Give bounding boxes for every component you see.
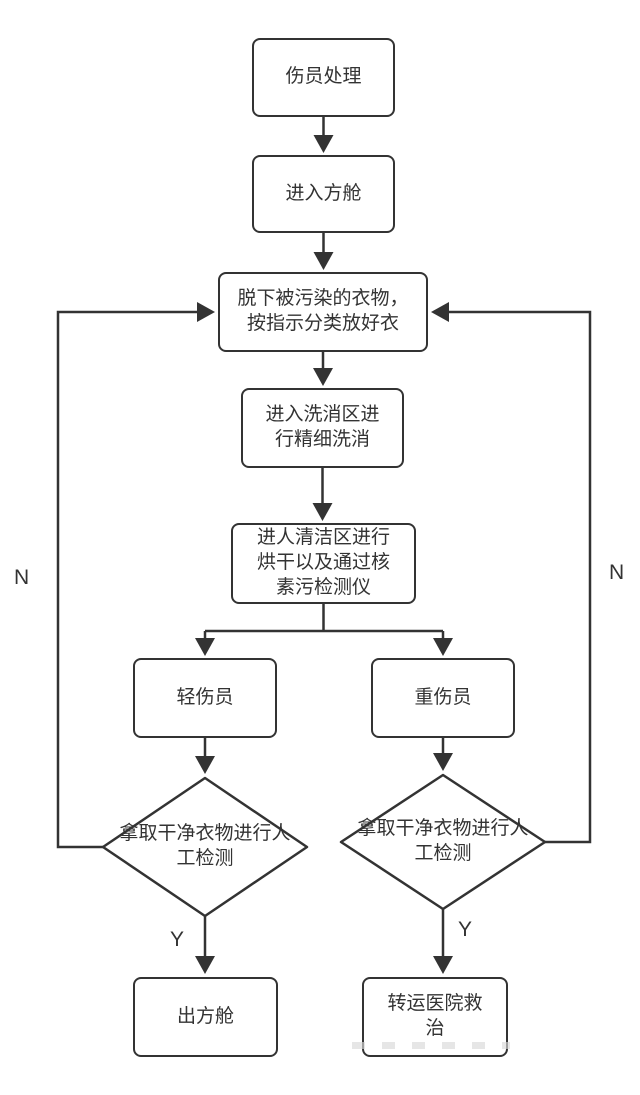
decision-label-line: 拿取干净衣物进行人 [357, 818, 529, 839]
edge-n-loop-right [431, 302, 592, 844]
node-label-line: 转运医院救 [387, 993, 483, 1015]
edge-label-y-left: Y [170, 928, 185, 951]
node-washing-area: 进入洗消区进 行精细洗消 [241, 388, 404, 468]
node-label: 进入方舱 [285, 182, 362, 204]
node-enter-cabin: 进入方舱 [252, 155, 395, 233]
watermark [352, 1042, 510, 1049]
node-severely-injured: 重伤员 [371, 658, 515, 738]
node-label: 出方舱 [176, 1005, 234, 1027]
node-lightly-injured: 轻伤员 [133, 658, 277, 738]
edge-n-loop-left [56, 302, 215, 849]
node-label: 伤员处理 [285, 66, 362, 88]
node-label-line: 治 [425, 1018, 445, 1039]
node-label-line: 行精细洗消 [274, 429, 370, 450]
node-exit-cabin: 出方舱 [133, 977, 278, 1057]
decision-diamond-right [339, 773, 547, 911]
edge-label-n-left: N [14, 566, 30, 589]
decision-label-left: 拿取干净衣物进行人 工检测 [108, 822, 302, 871]
node-remove-contaminated-clothes: 脱下被污染的衣物， 按指示分类放好衣 [218, 272, 428, 352]
node-label-line: 进人清洁区进行 [256, 527, 390, 549]
node-clean-area-dry-detect: 进人清洁区进行 烘干以及通过核 素污检测仪 [231, 523, 416, 604]
decision-label-line: 工检测 [414, 842, 472, 864]
decision-diamond-left [101, 776, 309, 918]
node-label-line: 烘干以及通过核 [256, 552, 390, 574]
decision-label-line: 拿取干净衣物进行人 [119, 823, 291, 844]
edge-label-y-right: Y [458, 918, 473, 941]
edge-label-n-right: N [609, 561, 625, 584]
node-label-line: 进入洗消区进 [265, 404, 380, 426]
node-label-line: 素污检测仪 [275, 576, 371, 598]
node-casualty-treatment: 伤员处理 [252, 38, 395, 117]
node-label: 轻伤员 [176, 686, 234, 708]
node-label-line: 按指示分类放好衣 [246, 313, 399, 334]
edge-branch-split [205, 603, 443, 633]
decision-label-line: 工检测 [176, 847, 234, 869]
node-label: 重伤员 [414, 686, 472, 708]
decision-label-right: 拿取干净衣物进行人 工检测 [346, 817, 540, 866]
node-label-line: 脱下被污染的衣物， [237, 288, 409, 310]
